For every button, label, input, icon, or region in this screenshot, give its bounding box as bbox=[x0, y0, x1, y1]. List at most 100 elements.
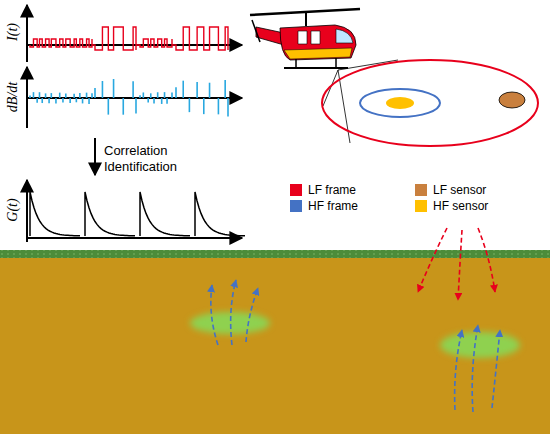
db-dt-spike bbox=[218, 98, 220, 114]
anomaly-body bbox=[190, 312, 270, 334]
legend-swatch bbox=[290, 184, 302, 196]
legend-item: LF frame bbox=[290, 183, 356, 197]
legend-item: HF frame bbox=[290, 199, 358, 213]
transmitter-loop bbox=[499, 92, 525, 108]
ground bbox=[0, 258, 550, 434]
db-dt-spike bbox=[48, 98, 50, 103]
db-dt-spike bbox=[73, 94, 75, 98]
db-dt-spike bbox=[166, 98, 168, 104]
db-dt-spike bbox=[153, 98, 155, 104]
legend-text: HF sensor bbox=[433, 199, 488, 213]
db-dt-spike bbox=[94, 88, 96, 98]
helicopter bbox=[284, 48, 352, 59]
helicopter bbox=[305, 12, 307, 26]
db-dt-spike bbox=[164, 92, 166, 98]
decay-curve bbox=[140, 192, 190, 236]
db-dt-spike bbox=[39, 92, 41, 98]
db-dt-spike bbox=[69, 98, 71, 103]
primary-field-arrow bbox=[478, 228, 495, 292]
helicopter bbox=[252, 20, 260, 42]
db-dt-spike bbox=[86, 93, 88, 98]
db-dt-spike bbox=[29, 95, 31, 98]
db-dt-spike bbox=[113, 79, 115, 98]
db-dt-spike bbox=[150, 93, 152, 98]
helicopter bbox=[335, 58, 337, 68]
helicopter bbox=[336, 29, 353, 43]
legend-swatch bbox=[290, 200, 302, 212]
axis-label: G(t) bbox=[5, 198, 21, 221]
plot-axes bbox=[26, 180, 28, 242]
db-dt-spike bbox=[45, 93, 47, 98]
db-dt-spike bbox=[227, 98, 229, 116]
ground bbox=[0, 250, 550, 434]
axis-label: I(t) bbox=[5, 23, 21, 41]
db-dt-spike bbox=[139, 95, 141, 98]
db-dt-spike bbox=[108, 98, 110, 115]
db-dt-spike bbox=[182, 81, 184, 98]
axis-label: dB/dt bbox=[5, 82, 21, 112]
db-dt-spike bbox=[76, 98, 78, 102]
db-dt-spike bbox=[65, 93, 67, 98]
legend-swatch bbox=[415, 200, 427, 212]
db-dt-spike bbox=[88, 98, 90, 104]
plot-axes bbox=[26, 5, 28, 62]
db-dt-spike bbox=[62, 98, 64, 102]
tow-line bbox=[323, 70, 338, 106]
legend-item: LF sensor bbox=[415, 183, 486, 197]
db-dt-spike bbox=[171, 92, 173, 98]
db-dt-spike bbox=[51, 93, 53, 98]
legend-text: LF sensor bbox=[433, 183, 486, 197]
db-dt-spike bbox=[102, 81, 104, 98]
helicopter bbox=[311, 31, 320, 44]
process-note: Correlation Identification bbox=[104, 143, 204, 176]
helicopter bbox=[295, 59, 297, 68]
decay-curve bbox=[85, 192, 135, 236]
anomaly-body bbox=[440, 332, 520, 358]
db-dt-spike bbox=[209, 83, 211, 98]
transmitter-loop bbox=[322, 60, 538, 146]
transmitter-loop bbox=[360, 89, 440, 117]
current-waveform bbox=[30, 27, 228, 50]
ground bbox=[0, 250, 550, 258]
db-dt-spike bbox=[157, 92, 159, 98]
helicopter bbox=[280, 25, 356, 60]
transmitter-loop bbox=[322, 60, 538, 146]
db-dt-spike bbox=[36, 98, 38, 103]
secondary-field-arrow bbox=[455, 330, 462, 410]
db-dt-spike bbox=[33, 92, 35, 98]
plot-axes bbox=[94, 138, 96, 175]
secondary-field-arrow bbox=[492, 330, 500, 408]
db-dt-spike bbox=[59, 93, 61, 98]
decay-curve bbox=[195, 192, 245, 236]
plot-axes bbox=[27, 5, 242, 242]
legend-text: HF frame bbox=[308, 199, 358, 213]
db-dt-spike bbox=[82, 98, 84, 103]
plot-axes bbox=[27, 237, 242, 239]
legend-item: HF sensor bbox=[415, 199, 488, 213]
db-dt-spike bbox=[143, 92, 145, 98]
helicopter bbox=[284, 67, 348, 69]
db-dt-spike bbox=[189, 98, 191, 112]
primary-field-arrow bbox=[458, 230, 462, 300]
transmitter-loop bbox=[386, 97, 414, 109]
anomaly-body bbox=[190, 312, 520, 358]
db-dt-spike bbox=[41, 98, 43, 103]
helicopter bbox=[250, 9, 360, 68]
legend-swatch bbox=[415, 184, 427, 196]
legend-text: LF frame bbox=[308, 183, 356, 197]
legend: LF frame LF sensor HF frame HF sensor bbox=[284, 180, 546, 214]
db-dt-spike bbox=[203, 98, 205, 114]
primary-field-arrow bbox=[418, 228, 447, 292]
decay-curve bbox=[30, 192, 80, 236]
primary-field-arrow bbox=[418, 228, 495, 300]
db-dt-spike bbox=[196, 82, 198, 98]
db-dt-spike bbox=[132, 81, 134, 98]
db-dt-spike bbox=[55, 98, 57, 104]
db-dt-spike bbox=[161, 98, 163, 104]
secondary-field-arrow bbox=[211, 285, 218, 345]
db-dt-spike bbox=[122, 98, 124, 115]
secondary-field-arrow bbox=[211, 280, 500, 412]
helicopter bbox=[298, 31, 307, 44]
secondary-field-arrow bbox=[231, 280, 236, 345]
